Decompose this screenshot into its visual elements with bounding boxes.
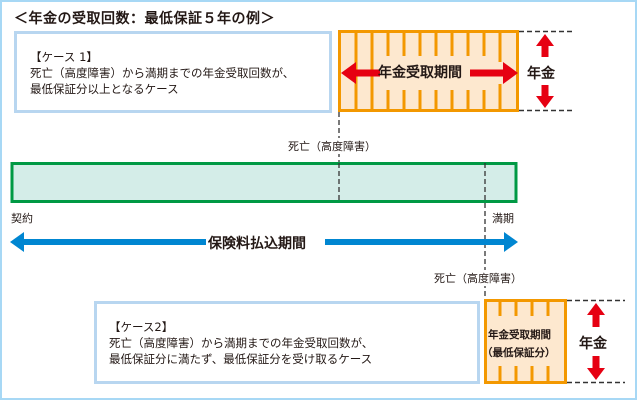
case2-period-label-line1: 年金受取期間 <box>488 329 551 341</box>
timeline-start-label: 契約 <box>11 212 33 225</box>
case1-period-label: 年金受取期間 <box>378 65 462 81</box>
case2-line1: 死亡（高度障害）から満期までの年金受取回数が、 <box>109 336 374 350</box>
premium-period-arrow <box>10 232 518 252</box>
case2-amount-arrow-down <box>587 356 605 380</box>
case1-death-label: 死亡（高度障害） <box>286 138 378 154</box>
case1-description-box: 【ケース 1】 死亡（高度障害）から満期までの年金受取回数が、 最低保証分以上と… <box>14 31 332 113</box>
case1-period-arrow-left <box>341 62 380 84</box>
case1-period-arrow-right <box>470 62 518 84</box>
timeline-end-label: 満期 <box>492 212 514 225</box>
diagram-title: ＜年金の受取回数：最低保証５年の例＞ <box>14 11 275 27</box>
case1-amount-arrow-down <box>536 85 554 108</box>
case2-pension-block <box>484 299 625 384</box>
case2-amount-label: 年金 <box>579 336 607 352</box>
case1-heading: 【ケース 1】 <box>30 50 98 64</box>
case1-amount-arrow-up <box>536 34 554 57</box>
contract-timeline-bar <box>10 162 518 203</box>
case1-line1: 死亡（高度障害）から満期までの年金受取回数が、 <box>30 66 295 80</box>
case1-pension-block <box>338 30 575 112</box>
case2-heading: 【ケース2】 <box>109 320 174 334</box>
case2-amount-arrow-up <box>587 303 605 327</box>
case2-line2: 最低保証分に満たず、最低保証分を受け取るケース <box>109 352 373 366</box>
case1-amount-label: 年金 <box>527 66 555 82</box>
case2-description-box: 【ケース2】 死亡（高度障害）から満期までの年金受取回数が、 最低保証分に満たず… <box>94 301 480 384</box>
premium-period-label: 保険料払込期間 <box>208 236 306 252</box>
case1-line2: 最低保証分以上となるケース <box>30 82 179 96</box>
case2-death-label: 死亡（高度障害） <box>432 270 524 286</box>
case2-period-label-line2: （最低保証分） <box>482 347 556 359</box>
